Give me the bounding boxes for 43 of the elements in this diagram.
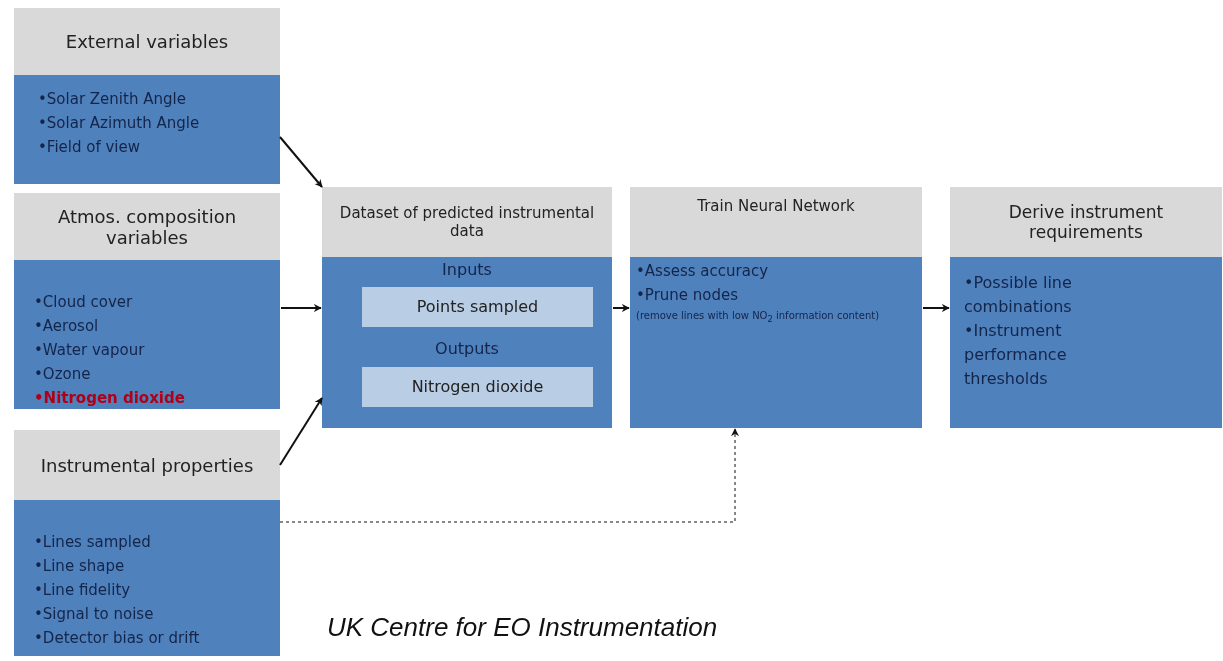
section-label: Outputs bbox=[435, 339, 499, 359]
process-box bbox=[950, 187, 1222, 428]
section-label: Inputs bbox=[442, 260, 492, 280]
list-item: •Line fidelity bbox=[34, 580, 132, 600]
arrow bbox=[279, 428, 739, 523]
arrow bbox=[279, 397, 323, 466]
arrow bbox=[922, 304, 950, 312]
arrow bbox=[279, 136, 323, 188]
process-box bbox=[322, 187, 612, 428]
caption-text: UK Centre for EO Instrumentation bbox=[327, 612, 718, 643]
box-heading: External variables bbox=[14, 8, 280, 75]
process-box bbox=[630, 187, 922, 428]
list-item: •Signal to noise bbox=[34, 604, 155, 624]
list-item: •Solar Azimuth Angle bbox=[38, 113, 201, 133]
field-text: Points sampled bbox=[416, 297, 539, 317]
list-item: •Line shape bbox=[34, 556, 126, 576]
list-item: •Detector bias or drift bbox=[34, 628, 201, 648]
list-item: •Cloud cover bbox=[34, 292, 134, 312]
box-heading: Dataset of predicted instrumental data bbox=[322, 187, 612, 257]
list-item: •Nitrogen dioxide bbox=[34, 388, 186, 408]
list-item: •Assess accuracy bbox=[636, 261, 770, 281]
data-field-box bbox=[362, 367, 593, 407]
list-item: •Solar Zenith Angle bbox=[38, 89, 187, 109]
box-heading: Train Neural Network bbox=[630, 187, 922, 257]
box-heading: Atmos. composition variables bbox=[14, 193, 280, 260]
list-item: •Water vapour bbox=[34, 340, 146, 360]
arrow bbox=[280, 304, 322, 312]
list-item: •Field of view bbox=[38, 137, 141, 157]
field-text: Nitrogen dioxide bbox=[411, 377, 544, 397]
arrow bbox=[612, 304, 630, 312]
process-box bbox=[14, 193, 280, 409]
list-item: •Lines sampled bbox=[34, 532, 152, 552]
note-text: (remove lines with low NO$_{2}$ information content) bbox=[636, 309, 881, 326]
process-box bbox=[14, 8, 280, 184]
list-item: •Prune nodes bbox=[636, 285, 740, 305]
box-heading: Instrumental properties bbox=[14, 430, 280, 500]
process-box bbox=[14, 430, 280, 656]
box-heading: Derive instrument requirements bbox=[950, 187, 1222, 257]
data-field-box bbox=[362, 287, 593, 327]
list-item: •Aerosol bbox=[34, 316, 100, 336]
list-item: •Possible line combinations bbox=[964, 272, 1073, 318]
list-item: •Ozone bbox=[34, 364, 92, 384]
list-item: •Instrument performance thresholds bbox=[964, 320, 1068, 390]
